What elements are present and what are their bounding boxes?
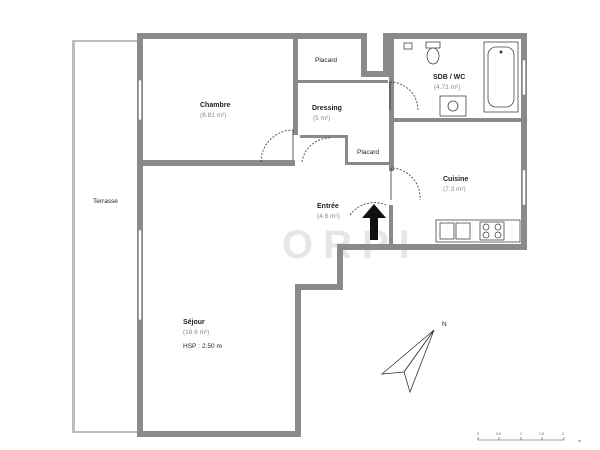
toilet-icon — [425, 41, 441, 65]
room-area-cuisine: (7.3 m²) — [443, 186, 466, 193]
ceiling-height-label: HSP : — [183, 343, 200, 350]
room-name-placard-top: Placard — [315, 57, 337, 64]
interior-walls — [137, 33, 527, 250]
room-area-entree: (4.6 m²) — [317, 213, 340, 220]
terrace-outline — [72, 40, 140, 433]
room-name-dressing: Dressing — [312, 105, 342, 112]
scale-unit-label: m — [578, 439, 581, 443]
scale-tick-label: 2 — [562, 432, 564, 436]
room-name-chambre: Chambre — [200, 102, 230, 109]
scale-tick-label: 0 — [477, 432, 479, 436]
room-name-entree: Entrée — [317, 203, 339, 210]
doors — [260, 81, 421, 216]
room-area-sejour: (18.6 m²) — [183, 329, 209, 336]
stove-icon — [479, 221, 505, 241]
room-name-placard-mid: Placard — [357, 149, 379, 156]
room-area-chambre: (8.81 m²) — [200, 112, 226, 119]
room-name-terrasse: Terrasse — [93, 198, 118, 205]
sink-icon — [439, 95, 467, 117]
bathtub-icon — [483, 41, 519, 113]
compass-label: N — [442, 321, 447, 328]
scale-tick-label: 1 — [520, 432, 522, 436]
kitchen-sink-icon — [439, 222, 471, 240]
entrance-arrow-icon — [362, 204, 386, 240]
scale-tick-label: 0.5 — [496, 432, 501, 436]
ceiling-height-value: 2.50 m — [202, 343, 222, 350]
room-name-cuisine: Cuisine — [443, 176, 468, 183]
room-name-sejour: Séjour — [183, 319, 205, 326]
room-area-sdb: (4.71 m²) — [434, 84, 460, 91]
scale-tick-label: 1.5 — [539, 432, 544, 436]
scale-bar: 0 0.5 1 1.5 2 m — [477, 432, 581, 443]
compass-icon: N — [380, 321, 447, 394]
windows — [138, 59, 526, 321]
room-name-sdb: SDB / WC — [433, 74, 465, 81]
room-area-dressing: (5 m²) — [313, 115, 330, 122]
small-fixture-icon — [403, 42, 413, 50]
